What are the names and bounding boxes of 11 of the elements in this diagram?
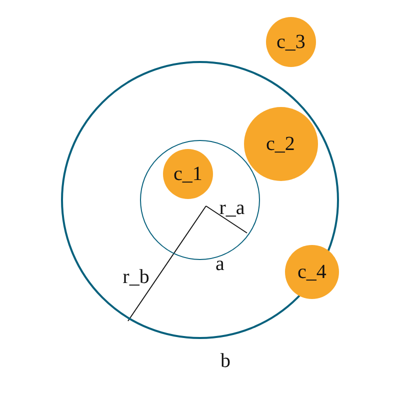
radius-label: r_a xyxy=(219,198,245,218)
circle-label: c_1 xyxy=(173,164,202,184)
radius-label: r_b xyxy=(122,267,150,287)
filled-circle xyxy=(162,148,213,199)
filled-circle xyxy=(244,106,318,180)
circle-label: c_3 xyxy=(276,32,306,52)
circle-label: b xyxy=(220,350,230,370)
filled-circle xyxy=(266,17,316,67)
circle-label: a xyxy=(215,254,224,274)
circle-label: c_2 xyxy=(266,134,295,154)
circle-label: c_4 xyxy=(298,262,326,282)
